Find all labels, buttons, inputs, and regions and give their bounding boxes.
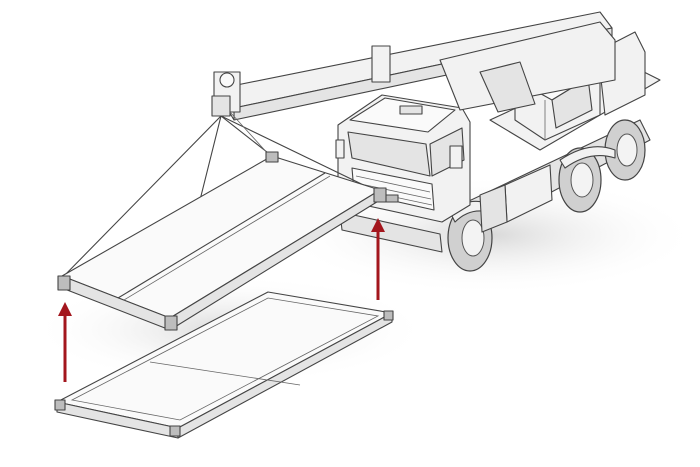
up-arrow-icon [371, 218, 385, 232]
windshield [347, 131, 431, 177]
up-arrow-icon [58, 302, 72, 316]
lifting-lug [57, 275, 71, 291]
cab-roof [349, 97, 456, 133]
up-arrow-left [58, 302, 72, 382]
lifting-lug [164, 315, 178, 331]
crane-boom [211, 11, 616, 121]
hook-block [211, 95, 231, 117]
boom-cylinder [479, 61, 536, 113]
boom-base-section [439, 21, 616, 111]
lifting-lug [373, 187, 387, 203]
lifted-panel [57, 151, 387, 331]
lifting-lug [265, 151, 279, 163]
up-arrow-right [371, 218, 385, 300]
ground-slab [54, 291, 394, 439]
boom-collar [371, 45, 391, 83]
